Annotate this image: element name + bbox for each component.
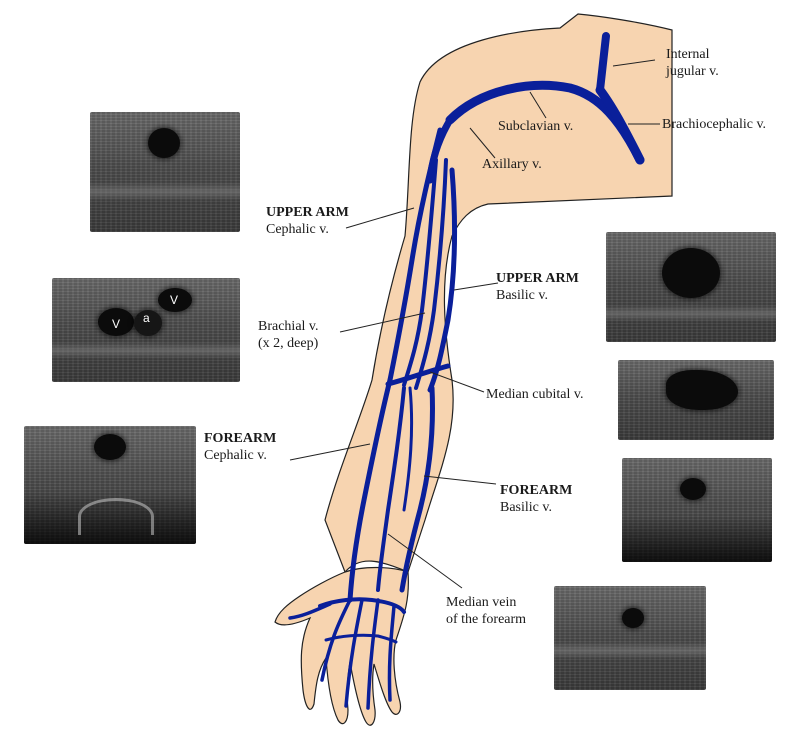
vein-lumen bbox=[680, 478, 706, 500]
vein-letter-left: V bbox=[112, 317, 121, 331]
internal-jugular-vein bbox=[596, 32, 610, 94]
vein-letter-right: V bbox=[170, 293, 179, 307]
leader-forearm-cephalic bbox=[289, 443, 371, 461]
label-internal-jugular: Internal jugular v. bbox=[666, 47, 719, 79]
vein-lumen bbox=[94, 434, 126, 460]
leader-upper-arm-cephalic bbox=[345, 207, 415, 229]
brachial-vein-1 bbox=[402, 158, 438, 387]
ultrasound-forearm-cephalic bbox=[24, 426, 196, 544]
label-subclavian: Subclavian v. bbox=[498, 119, 574, 134]
hand-vein-4 bbox=[387, 604, 396, 702]
artery-letter: a bbox=[143, 311, 150, 325]
vein-lumen bbox=[666, 370, 738, 410]
label-forearm-basilic: FOREARM Basilic v. bbox=[500, 483, 573, 515]
hand-vein-3 bbox=[366, 598, 380, 710]
leader-median-cubital bbox=[429, 371, 485, 393]
hand-vein-2 bbox=[344, 598, 364, 708]
label-axillary: Axillary v. bbox=[482, 157, 542, 172]
hand-vein-cross bbox=[324, 633, 398, 644]
median-forearm-vein bbox=[376, 386, 406, 592]
leader-forearm-basilic bbox=[423, 475, 497, 485]
forearm-cephalic-vein bbox=[347, 377, 393, 603]
upper-arm-cephalic-vein bbox=[387, 127, 443, 383]
label-median-forearm: Median vein of the forearm bbox=[446, 595, 527, 627]
hand-vein-thumb bbox=[288, 602, 332, 620]
ultrasound-brachial: V a V bbox=[52, 278, 240, 382]
forearm-connector-vein bbox=[402, 386, 414, 512]
ultrasound-forearm-basilic bbox=[622, 458, 772, 562]
brachial-vein-lumen-right bbox=[158, 288, 192, 312]
ultrasound-upper-arm-cephalic bbox=[90, 112, 240, 232]
median-cubital-vein bbox=[385, 363, 451, 387]
leader-median-forearm bbox=[387, 533, 463, 589]
label-brachiocephalic: Brachiocephalic v. bbox=[662, 117, 767, 132]
label-forearm-cephalic: FOREARM Cephalic v. bbox=[204, 431, 277, 463]
ultrasound-upper-arm-basilic bbox=[606, 232, 776, 342]
ultrasound-median-cubital bbox=[618, 360, 774, 440]
artery-lumen bbox=[134, 310, 162, 336]
hand-skin bbox=[274, 566, 409, 726]
leader-brachial bbox=[339, 312, 426, 333]
leader-subclavian bbox=[529, 91, 547, 119]
label-upper-arm-cephalic: UPPER ARM Cephalic v. bbox=[266, 205, 349, 237]
leader-upper-arm-basilic bbox=[453, 282, 499, 291]
ultrasound-median-forearm bbox=[554, 586, 706, 690]
hand-dorsal-arch bbox=[318, 597, 406, 614]
brachiocephalic-vein bbox=[595, 85, 645, 165]
leader-axillary bbox=[469, 127, 496, 159]
hand-vein-1 bbox=[320, 598, 352, 682]
vein-lumen bbox=[148, 128, 180, 158]
label-upper-arm-basilic: UPPER ARM Basilic v. bbox=[496, 271, 579, 303]
brachial-vein-lumen-left bbox=[98, 308, 134, 336]
forearm-basilic-vein bbox=[399, 385, 435, 593]
brachial-vein-2 bbox=[414, 158, 448, 390]
label-brachial: Brachial v. (x 2, deep) bbox=[258, 319, 319, 351]
vein-lumen bbox=[662, 248, 720, 298]
vein-lumen bbox=[622, 608, 644, 628]
leader-internal-jugular bbox=[612, 59, 656, 67]
label-median-cubital: Median cubital v. bbox=[486, 387, 584, 402]
